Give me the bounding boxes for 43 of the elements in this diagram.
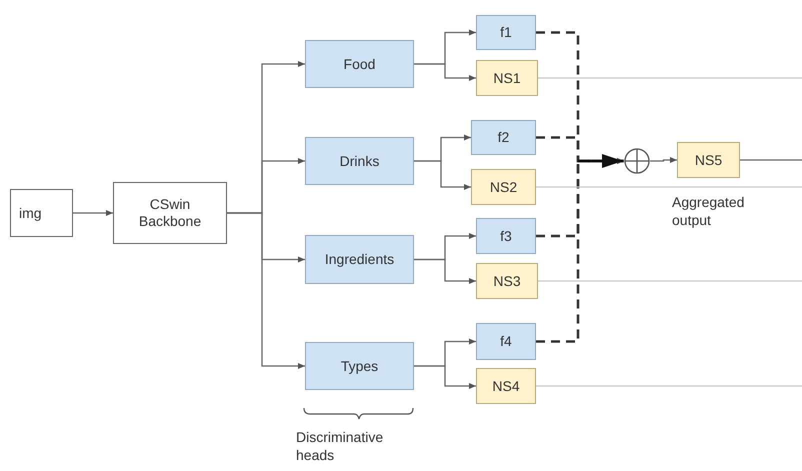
box-label: NS4 (491, 378, 521, 394)
box-label: Types (340, 358, 380, 374)
node-caption: Aggregated output (672, 193, 746, 229)
box-label: Drinks (338, 152, 380, 170)
connector-line (538, 77, 802, 79)
arrow (73, 210, 113, 216)
arrow (414, 160, 471, 190)
arrow (227, 212, 305, 369)
connector-line (536, 186, 802, 188)
process-box (476, 368, 536, 404)
box-label: f3 (499, 228, 513, 244)
process-box (305, 342, 414, 390)
arrow (414, 63, 476, 81)
process-box (305, 137, 414, 185)
process-box (471, 169, 536, 205)
box-label: f1 (499, 24, 513, 41)
box-label: img (18, 204, 42, 222)
connector-line (538, 280, 802, 282)
box-label: f2 (496, 129, 510, 146)
process-box (305, 40, 414, 88)
process-box (476, 323, 536, 360)
box-label: CSwin Backbone (138, 196, 202, 230)
process-box (471, 120, 536, 155)
process-box (476, 263, 538, 299)
box-label: NS1 (492, 70, 522, 86)
caption-text: Discriminative heads (296, 428, 384, 464)
process-box (10, 189, 73, 237)
connector-line (536, 385, 802, 387)
arrow (414, 365, 476, 389)
box-label: NS2 (488, 178, 518, 196)
process-box (305, 235, 414, 284)
arrow (414, 258, 476, 284)
process-box (476, 15, 536, 50)
connector-line (740, 159, 802, 161)
box-label: Ingredients (324, 251, 396, 268)
process-box (476, 60, 538, 96)
box-label: f4 (499, 333, 513, 350)
box-label: NS3 (492, 272, 522, 290)
arrow (650, 157, 677, 163)
box-label: NS5 (694, 152, 724, 168)
box-label: Food (342, 56, 376, 72)
process-box (476, 218, 536, 254)
process-box (113, 182, 227, 244)
